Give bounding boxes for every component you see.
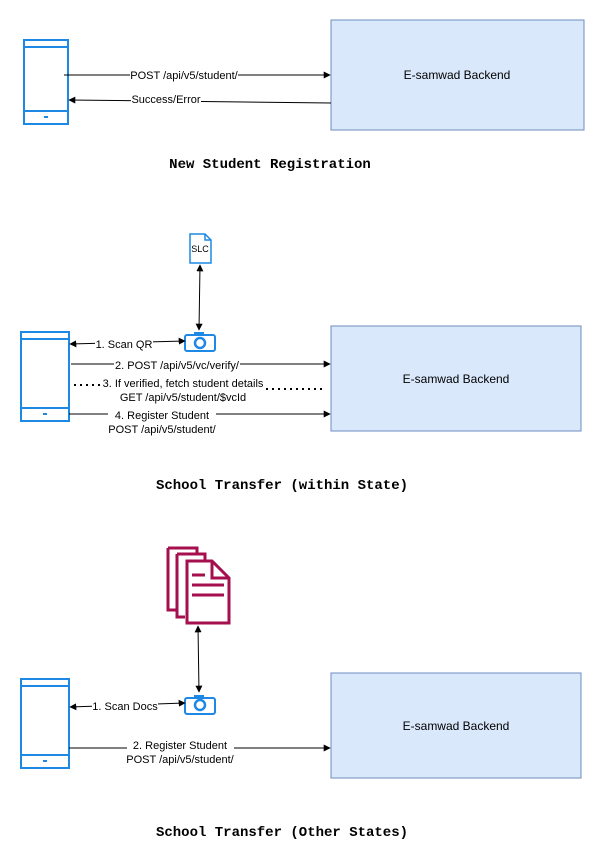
section-title: School Transfer (within State): [156, 478, 408, 494]
document-label: SLC: [191, 244, 209, 254]
arrow-label: 2. POST /api/v5/vc/verify/: [115, 360, 240, 372]
verify-arrow: 2. POST /api/v5/vc/verify/: [71, 358, 331, 372]
backend-label: E-samwad Backend: [404, 68, 511, 82]
arrow-label: POST /api/v5/student/: [126, 754, 234, 766]
section-title: New Student Registration: [169, 157, 371, 173]
camera-icon: [184, 332, 216, 352]
register-student-arrow: 4. Register Student POST /api/v5/student…: [69, 407, 331, 436]
mobile-device-icon: [20, 331, 70, 422]
scan-link-arrow: [194, 625, 203, 693]
backend-box: E-samwad Backend: [330, 325, 582, 432]
mobile-device-icon: [20, 678, 70, 769]
scan-link-arrow: [195, 264, 204, 331]
register-student-arrow: 2. Register Student POST /api/v5/student…: [69, 738, 331, 766]
backend-box: E-samwad Backend: [330, 672, 582, 779]
arrow-label: 1. Scan QR: [96, 339, 153, 351]
arrow-label: Success/Error: [131, 94, 200, 106]
camera-icon: [184, 695, 216, 715]
scan-qr-arrow: 1. Scan QR: [69, 337, 186, 351]
arrow-label: 3. If verified, fetch student details: [103, 378, 264, 390]
arrow-label: 2. Register Student: [133, 740, 227, 752]
documents-icon: [166, 546, 231, 625]
fetch-details-dotted: 3. If verified, fetch student details GE…: [74, 378, 326, 404]
backend-box: E-samwad Backend: [330, 19, 585, 131]
backend-label: E-samwad Backend: [403, 719, 510, 733]
arrow-label: POST /api/v5/student/: [108, 424, 216, 436]
section-title: School Transfer (Other States): [156, 825, 408, 841]
slc-document-icon: SLC: [189, 233, 212, 264]
response-arrow: Success/Error: [68, 93, 332, 107]
scan-docs-arrow: 1. Scan Docs: [69, 699, 186, 713]
arrow-label: GET /api/v5/student/$vcId: [120, 392, 246, 404]
backend-label: E-samwad Backend: [403, 372, 510, 386]
arrow-label: POST /api/v5/student/: [130, 70, 238, 82]
arrow-label: 1. Scan Docs: [92, 701, 158, 713]
mobile-device-icon: [23, 39, 69, 125]
post-student-arrow: POST /api/v5/student/: [64, 68, 331, 82]
arrow-label: 4. Register Student: [115, 410, 209, 422]
